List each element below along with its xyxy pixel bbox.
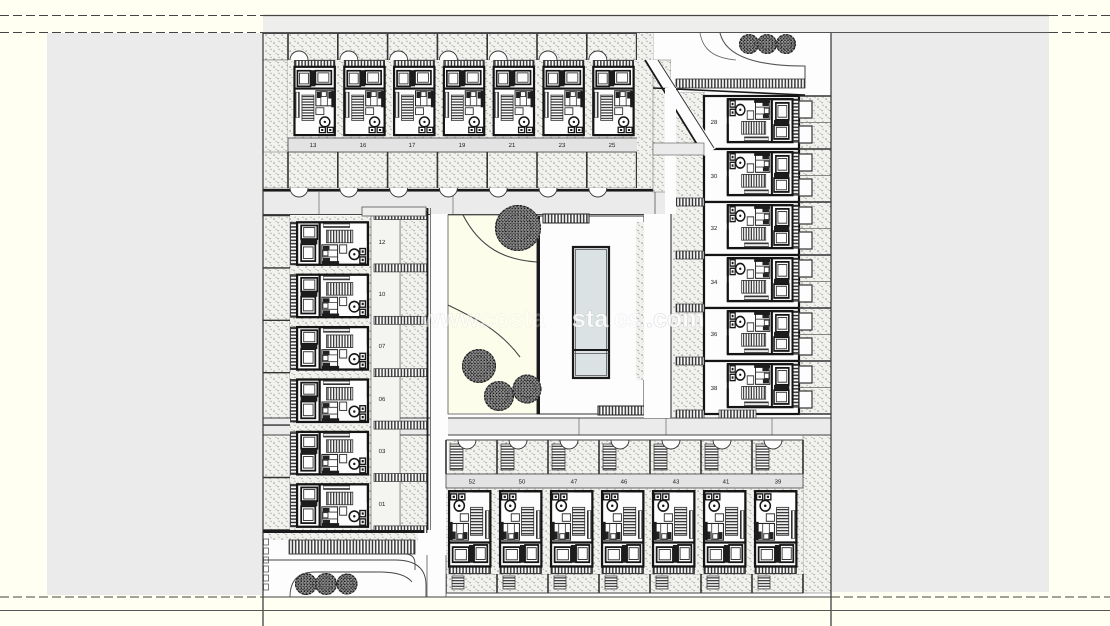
svg-text:36: 36	[711, 331, 718, 338]
svg-text:17: 17	[409, 142, 416, 149]
svg-text:41: 41	[723, 479, 730, 486]
svg-text:28: 28	[711, 119, 718, 126]
svg-text:.com: .com	[646, 305, 704, 333]
svg-text:03: 03	[379, 448, 386, 455]
svg-text:47: 47	[571, 479, 578, 486]
svg-text:es: es	[614, 305, 642, 333]
svg-text:30: 30	[711, 173, 718, 180]
svg-text:23: 23	[559, 142, 566, 149]
svg-text:39: 39	[775, 479, 782, 486]
svg-text:01: 01	[379, 501, 386, 508]
svg-text:50: 50	[519, 479, 526, 486]
svg-text:32: 32	[711, 225, 718, 232]
svg-text:sta: sta	[572, 305, 609, 333]
svg-text:21: 21	[509, 142, 516, 149]
svg-text:10: 10	[379, 291, 386, 298]
svg-text:34: 34	[711, 279, 718, 286]
svg-text:costa: costa	[480, 305, 546, 333]
svg-text:www.: www.	[420, 305, 485, 333]
svg-text:52: 52	[469, 479, 476, 486]
svg-text:46: 46	[621, 479, 628, 486]
svg-text:13: 13	[310, 142, 317, 149]
svg-text:07: 07	[379, 343, 386, 350]
svg-text:43: 43	[673, 479, 680, 486]
svg-text:12: 12	[379, 239, 386, 246]
svg-text:06: 06	[379, 396, 386, 403]
svg-text:19: 19	[459, 142, 466, 149]
svg-text:25: 25	[609, 142, 616, 149]
svg-text:16: 16	[360, 142, 367, 149]
svg-text:38: 38	[711, 385, 718, 392]
